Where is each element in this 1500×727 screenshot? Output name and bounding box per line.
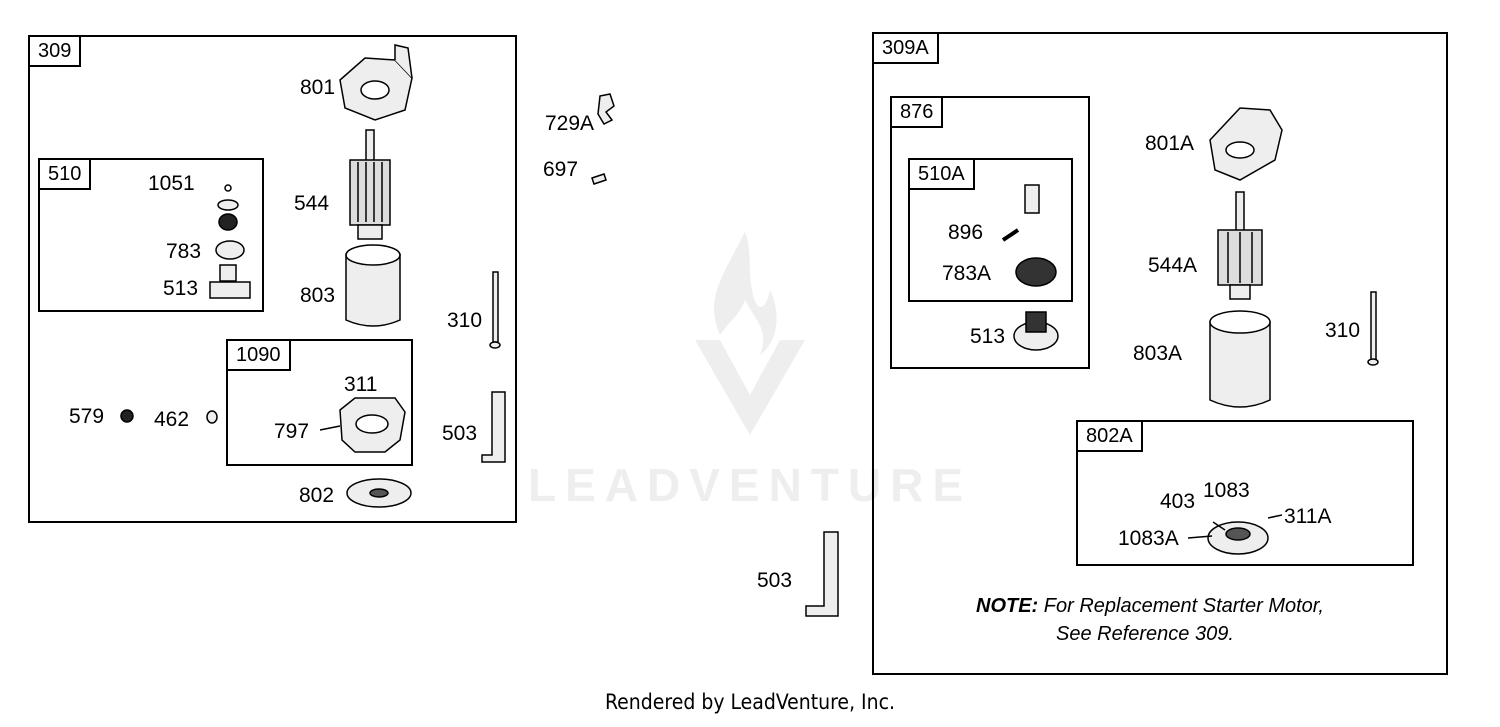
screw-697-icon [591,173,607,185]
note-bold: NOTE: [976,595,1039,617]
armature-544-icon [349,129,391,240]
bracket-503-icon [481,391,506,463]
motor-housing-803-icon [345,244,401,327]
end-cap-801-icon [339,44,413,121]
clip-729A-icon [597,93,615,125]
part-label-896[interactable]: 896 [948,221,984,244]
group-tag-510A[interactable]: 510A [910,160,975,190]
through-bolt-310-icon [489,271,501,349]
bracket-503-lower-icon [805,531,839,617]
group-frame-1090: 1090 [226,339,413,466]
group-tag-309[interactable]: 309 [30,37,82,67]
part-label-513[interactable]: 513 [163,277,199,300]
group-tag-309A[interactable]: 309A [874,34,939,64]
part-label-503-lower[interactable]: 503 [757,569,793,592]
washer-462-icon [206,410,218,424]
drive-parts-510-icon [209,184,251,299]
part-label-803A[interactable]: 803A [1133,342,1183,365]
part-label-310-right[interactable]: 310 [1325,319,1361,342]
motor-housing-803A-icon [1209,310,1271,408]
group-tag-802A[interactable]: 802A [1078,422,1143,452]
part-label-729A[interactable]: 729A [545,112,595,135]
group-tag-510[interactable]: 510 [40,160,92,190]
part-label-311[interactable]: 311 [344,373,378,396]
part-label-1083A[interactable]: 1083A [1118,527,1179,550]
footer-credit: Rendered by LeadVenture, Inc. [605,690,895,714]
group-frame-510A: 510A [908,158,1073,302]
part-label-579[interactable]: 579 [69,405,105,428]
part-label-310[interactable]: 310 [447,309,483,332]
part-label-1051[interactable]: 1051 [148,172,195,195]
part-label-544[interactable]: 544 [294,192,330,215]
group-tag-1090[interactable]: 1090 [228,341,291,371]
part-label-803[interactable]: 803 [300,284,336,307]
part-label-783[interactable]: 783 [166,240,202,263]
part-label-697[interactable]: 697 [543,158,579,181]
through-bolt-310b-icon [1367,291,1379,366]
group-frame-309A: 309A [872,32,1448,675]
part-label-462[interactable]: 462 [154,408,190,431]
note-line-1: For Replacement Starter Motor, [1043,595,1324,617]
replacement-note: NOTE: For Replacement Starter Motor, See… [976,592,1324,648]
end-cap-801A-icon [1209,107,1283,181]
nut-579-icon [120,409,134,423]
part-label-797[interactable]: 797 [274,420,310,443]
part-label-503[interactable]: 503 [442,422,478,445]
part-label-783A[interactable]: 783A [942,262,992,285]
part-label-1083[interactable]: 1083 [1203,479,1250,502]
part-label-311A[interactable]: 311A [1284,505,1332,528]
part-label-403[interactable]: 403 [1160,490,1196,513]
gasket-802-icon [346,478,412,508]
group-frame-309: 309 [28,35,517,523]
part-label-801[interactable]: 801 [300,76,336,99]
group-frame-876: 876 [890,96,1090,369]
group-frame-510: 510 [38,158,264,312]
group-frame-802A: 802A [1076,420,1414,566]
part-label-802[interactable]: 802 [299,484,335,507]
brush-assembly-802A-icon [1187,514,1283,555]
part-label-513-right[interactable]: 513 [970,325,1006,348]
part-label-801A[interactable]: 801A [1145,132,1195,155]
drive-parts-876-icon [1001,184,1059,351]
note-line-2: See Reference 309. [1056,623,1234,645]
brush-plate-1090-icon [319,397,406,453]
group-tag-876[interactable]: 876 [892,98,944,128]
armature-544A-icon [1217,191,1263,300]
part-label-544A[interactable]: 544A [1148,254,1198,277]
